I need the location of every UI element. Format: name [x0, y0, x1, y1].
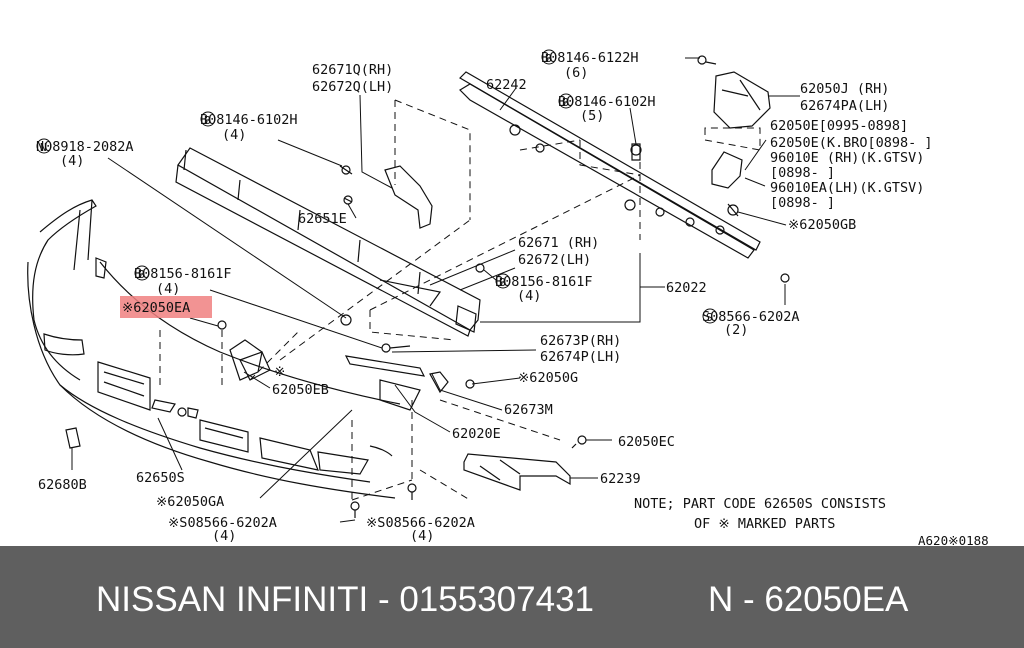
label-qty-4-e: (4): [212, 528, 236, 544]
label-96010e: 96010E (RH)(K.GTSV): [770, 150, 924, 166]
label-62050ea: ※62050EA: [122, 300, 190, 316]
label-qty-6: (6): [564, 65, 588, 81]
label-62673p: 62673P(RH): [540, 333, 621, 349]
screw-marker-s-letter: S: [706, 311, 713, 324]
note-line-1: NOTE; PART CODE 62650S CONSISTS: [634, 496, 886, 512]
label-08156-8161f-left: B08156-8161F: [134, 266, 232, 282]
label-62050e-1: 62050E[0995-0898]: [770, 118, 908, 134]
upper-rail-62242: [459, 71, 761, 259]
circled-markers: B B B N B B S: [36, 49, 718, 324]
label-62050ec: 62050EC: [618, 434, 675, 450]
note-line-2: OF ※ MARKED PARTS: [694, 516, 835, 532]
label-qty-4-d: (4): [517, 288, 541, 304]
label-62050j: 62050J (RH): [800, 81, 889, 97]
dashed-projection-lines: [159, 99, 761, 501]
screw-marker-s: [702, 308, 718, 324]
label-62671q: 62671Q(RH): [312, 62, 393, 78]
bolt-marker-b-letter: B: [138, 268, 145, 281]
label-62050g: ※62050G: [518, 370, 578, 386]
highlight-62050ea: [120, 296, 212, 318]
label-62650s: 62650S: [136, 470, 185, 486]
label-08566-6202a-right: S08566-6202A: [702, 309, 800, 325]
bolt-marker-b-letter: B: [562, 96, 569, 109]
label-qty-5: (5): [580, 108, 604, 124]
label-08566-6202a-mid: ※S08566-6202A: [366, 515, 475, 531]
bolt-marker-b: [200, 111, 216, 127]
label-08566-6202a-left: ※S08566-6202A: [168, 515, 277, 531]
label-08146-6102h-left: B08146-6102H: [200, 112, 298, 128]
bumper-reinforcement: [175, 147, 481, 337]
label-62651e: 62651E: [298, 211, 347, 227]
parts-diagram: B B B N B B S 62671Q(RH) 62672Q(LH) 6224…: [27, 49, 989, 546]
label-qty-4-b: (4): [60, 153, 84, 169]
label-62672q: 62672Q(LH): [312, 79, 393, 95]
label-96010ea: 96010EA(LH)(K.GTSV): [770, 180, 924, 196]
label-62050ga: ※62050GA: [156, 494, 224, 510]
part-number-banner: NISSAN INFINITI - 0155307431 N - 62050EA: [0, 546, 1024, 648]
fasteners: [217, 55, 790, 518]
nut-marker-n: [36, 138, 52, 154]
banner-brand-and-code: NISSAN INFINITI - 0155307431: [96, 580, 594, 619]
banner-part-number: N - 62050EA: [708, 580, 909, 619]
label-qty-4-c: (4): [156, 281, 180, 297]
label-marker-asterisk: ※: [274, 364, 285, 380]
label-qty-4-a: (4): [222, 127, 246, 143]
bolt-marker-b: [541, 49, 557, 65]
label-62050e-2: 62050E(K.BRO[0898- ]: [770, 135, 933, 151]
bumper-fascia: [27, 199, 401, 499]
label-62242: 62242: [486, 77, 527, 93]
label-62671: 62671 (RH): [518, 235, 599, 251]
diagram-reference-code: A620※0188: [918, 533, 989, 546]
label-62020e: 62020E: [452, 426, 501, 442]
nut-marker-n-letter: N: [40, 141, 47, 154]
label-62674pa: 62674PA(LH): [800, 98, 889, 114]
label-qty-2: (2): [724, 322, 748, 338]
label-62022: 62022: [666, 280, 707, 296]
label-08156-8161f-right: B08156-8161F: [495, 274, 593, 290]
bolt-marker-b: [134, 265, 150, 281]
bolt-marker-b: [558, 93, 574, 109]
label-62673m: 62673M: [504, 402, 553, 418]
bolt-marker-b: [495, 273, 511, 289]
brackets: [65, 71, 771, 491]
label-62050eb: 62050EB: [272, 382, 329, 398]
label-96010e-date: [0898- ]: [770, 165, 835, 181]
bolt-marker-b-letter: B: [204, 114, 211, 127]
label-62674p: 62674P(LH): [540, 349, 621, 365]
label-62050gb: ※62050GB: [788, 217, 856, 233]
label-08918-2082a: N08918-2082A: [36, 139, 134, 155]
label-62680b: 62680B: [38, 477, 87, 493]
leader-lines: [71, 57, 800, 523]
label-08146-6122h: B08146-6122H: [541, 50, 639, 66]
label-62672: 62672(LH): [518, 252, 591, 268]
part-labels: 62671Q(RH) 62672Q(LH) 62242 B08146-6122H…: [36, 50, 989, 546]
bolt-marker-b-letter: B: [499, 276, 506, 289]
bolt-marker-b-letter: B: [545, 52, 552, 65]
label-08146-6102h-upper: B08146-6102H: [558, 94, 656, 110]
label-qty-4-f: (4): [410, 528, 434, 544]
label-62239: 62239: [600, 471, 641, 487]
label-96010ea-date: [0898- ]: [770, 195, 835, 211]
